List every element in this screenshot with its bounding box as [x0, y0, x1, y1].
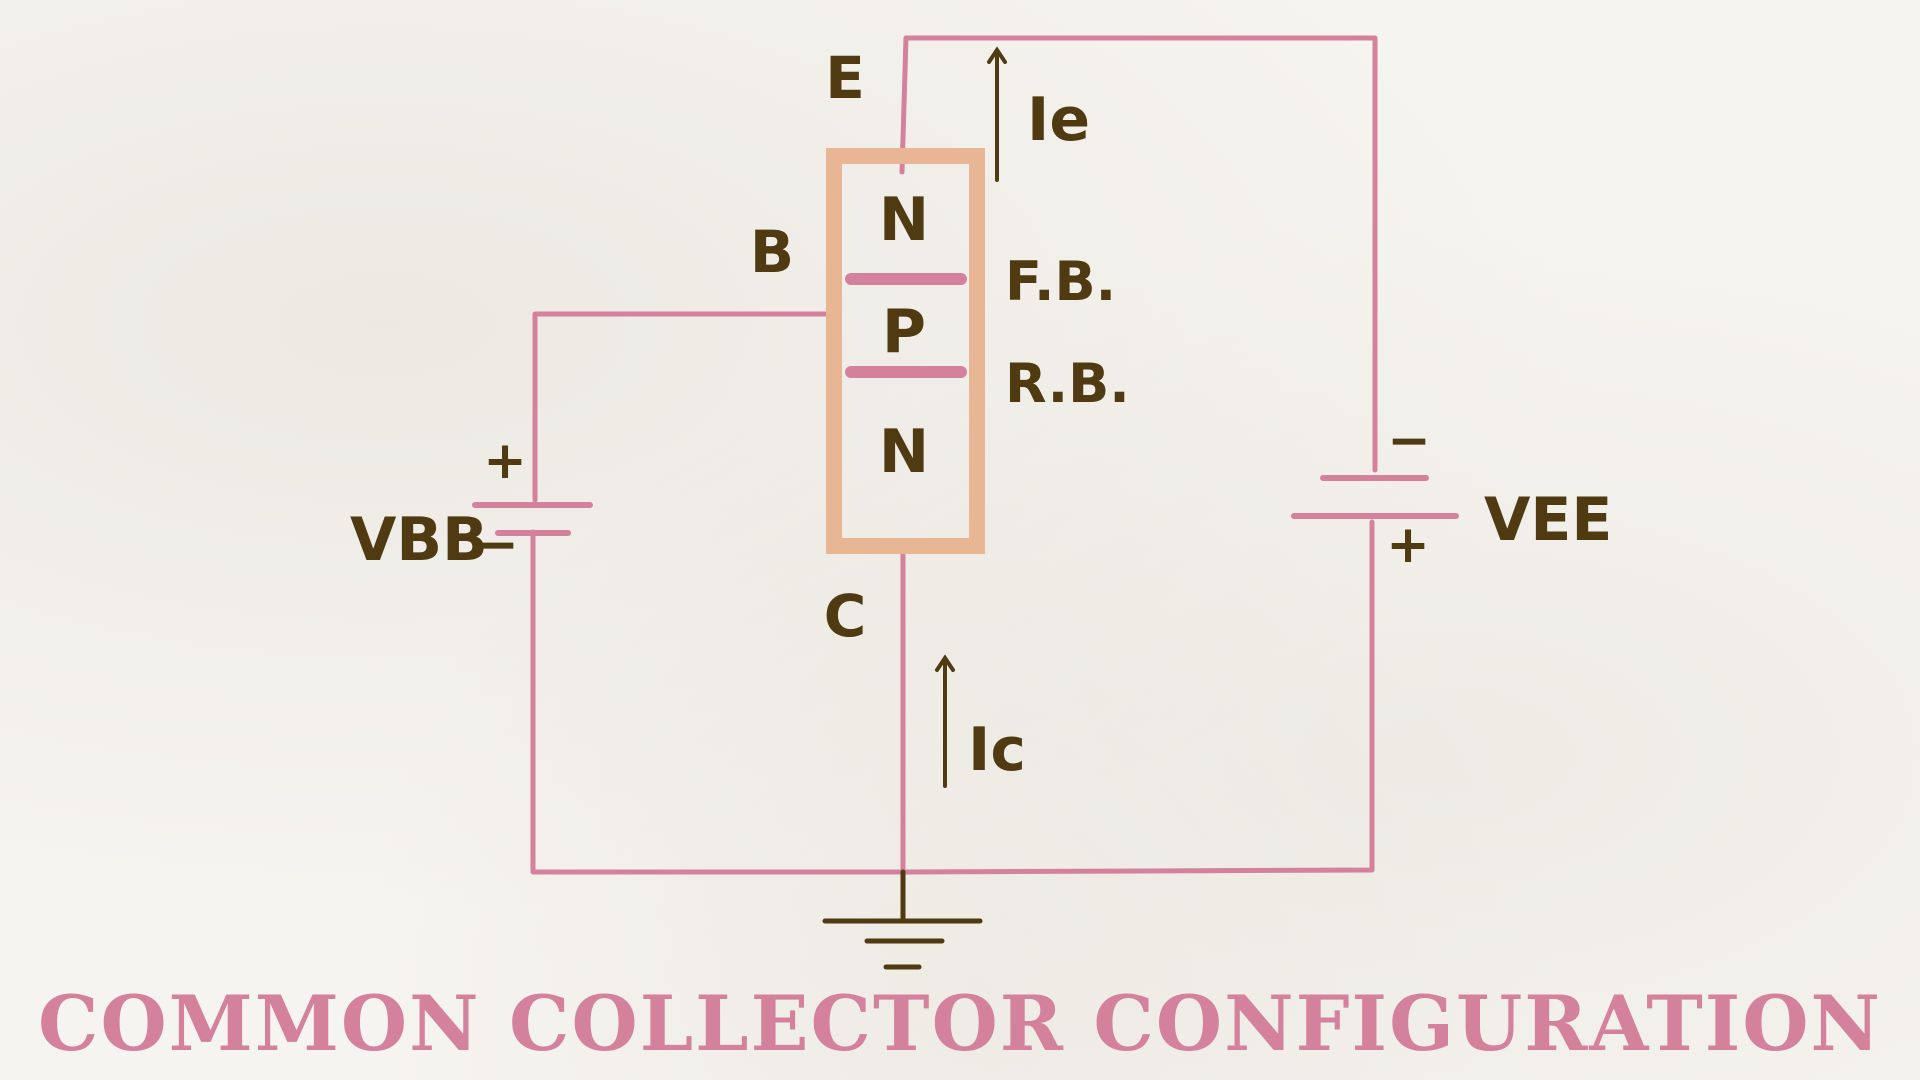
- emitter-current-label: Ie: [1027, 85, 1090, 155]
- ic-arrow-head: [935, 654, 955, 672]
- vee-minus-label: −: [1387, 411, 1431, 471]
- layer-bottom-label: N: [879, 417, 929, 487]
- emitter-wire: [899, 35, 1378, 473]
- transistor-box: [826, 148, 985, 554]
- vbb-label: VBB: [350, 505, 488, 575]
- ie-arrow-head: [987, 46, 1007, 64]
- forward-bias-label: F.B.: [1005, 250, 1116, 313]
- vbb-plus-label: +: [483, 431, 527, 491]
- vee-return-wire: [900, 519, 1375, 875]
- layer-middle-label: P: [882, 297, 926, 367]
- npn-transistor: [826, 148, 985, 554]
- ground-symbol-icon: [822, 869, 983, 970]
- vee-label: VEE: [1484, 485, 1612, 555]
- vee-plus-label: +: [1386, 515, 1430, 575]
- wires: [530, 35, 1378, 875]
- emitter-label: E: [825, 44, 865, 112]
- vbb-minus-label: −: [475, 515, 519, 575]
- layer-top-label: N: [879, 185, 929, 255]
- diagram-title: COMMON COLLECTOR CONFIGURATION: [38, 979, 1882, 1068]
- reverse-bias-label: R.B.: [1005, 352, 1130, 415]
- battery-cell-icon: [472, 502, 593, 536]
- current-arrow-icon: [935, 654, 955, 788]
- base-label: B: [750, 218, 794, 286]
- collector-label: C: [824, 582, 867, 650]
- collector-current-label: Ic: [968, 715, 1026, 785]
- current-arrow-icon: [987, 46, 1007, 182]
- battery-cell-icon: [1291, 475, 1459, 519]
- vbb-return-wire: [530, 529, 906, 875]
- base-wire: [532, 311, 831, 503]
